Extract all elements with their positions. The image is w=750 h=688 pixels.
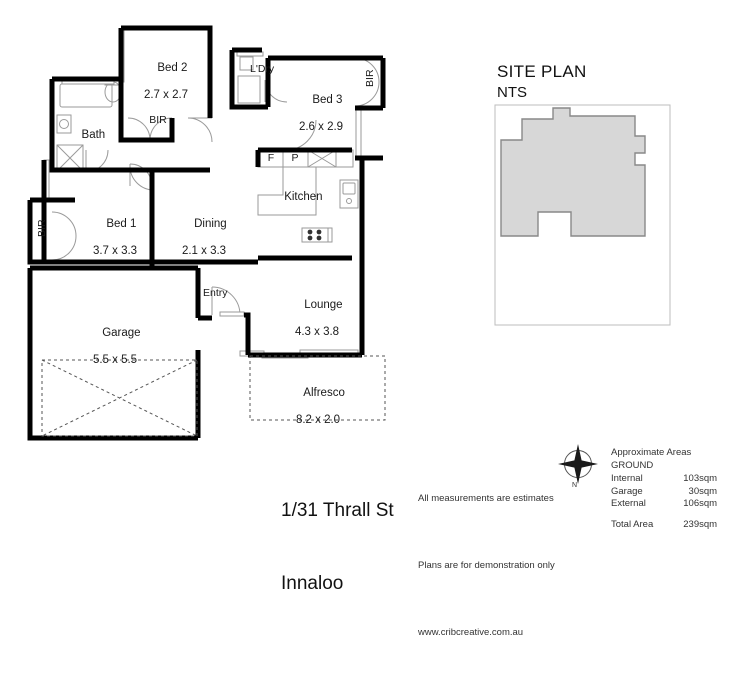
bir-bed2-door-right-icon	[149, 117, 173, 141]
area-label-external: External	[611, 498, 646, 510]
shower-cross-icon	[56, 144, 84, 172]
areas-block: Approximate Areas GROUND Internal 103sqm…	[611, 425, 717, 555]
areas-level-row: GROUND	[611, 460, 717, 473]
site-building-footprint	[500, 107, 646, 237]
room-dimensions-garage: 5.5 x 5.5	[92, 353, 138, 366]
burner-1-icon	[307, 229, 313, 235]
wall-bir-bed1	[27, 200, 75, 265]
room-name-garage: Garage	[102, 326, 141, 339]
burner-3-icon	[307, 235, 313, 241]
disclaimer-line-2: Plans are for demonstration only	[418, 559, 555, 571]
room-name-bed3: Bed 3	[312, 93, 343, 106]
room-name-alfresco: Alfresco	[303, 386, 345, 399]
table-row: External 106sqm	[611, 498, 717, 511]
room-dimensions-lounge: 4.3 x 3.8	[294, 325, 340, 338]
burner-2-icon	[316, 229, 322, 235]
area-value-external: 106sqm	[683, 498, 718, 510]
area-label-internal: Internal	[611, 472, 643, 484]
address-block: 1/31 Thrall St Innaloo	[281, 450, 394, 645]
address-line-1: 1/31 Thrall St	[281, 499, 394, 521]
room-label-bed1: Bed 1 3.7 x 3.3	[76, 204, 154, 285]
room-label-kitchen: Kitchen	[266, 177, 328, 218]
room-name-dining: Dining	[194, 217, 227, 230]
fixture-label-bir-bed1: BIR	[35, 219, 48, 237]
entry-door-swing-icon	[211, 286, 241, 316]
disclaimer-website[interactable]: www.cribcreative.com.au	[418, 626, 524, 638]
room-dimensions-bed2: 2.7 x 2.7	[143, 88, 189, 101]
room-label-ldry: L'Dry	[250, 63, 275, 75]
areas-heading-row: Approximate Areas	[611, 447, 717, 460]
room-dimensions-alfresco: 8.2 x 2.0	[295, 413, 341, 426]
areas-total-row: Total Area 239sqm	[611, 519, 717, 532]
kitchen-appliance-cross-icon	[307, 149, 337, 168]
room-name-bed2: Bed 2	[157, 61, 188, 74]
room-dimensions-bed3: 2.6 x 2.9	[298, 120, 344, 133]
site-plan-subtitle: NTS	[497, 84, 527, 101]
garage-door-outline	[41, 359, 198, 437]
areas-spacer	[611, 511, 717, 520]
wall-entry-right	[244, 312, 251, 355]
room-label-bath: Bath	[58, 115, 116, 156]
bathtub-icon	[59, 83, 113, 108]
room-label-entry: Entry	[203, 287, 228, 299]
bir-bed1-door-icon	[51, 211, 77, 261]
dashed-layer	[41, 355, 386, 437]
vanity-icon	[56, 114, 72, 134]
address-line-2: Innaloo	[281, 572, 344, 594]
fixture-label-fridge: F	[267, 152, 275, 164]
walls-layer	[27, 25, 386, 441]
room-label-lounge: Lounge 4.3 x 3.8	[278, 285, 356, 366]
fixture-label-pantry: P	[291, 152, 299, 164]
wall-bir-bed2	[118, 118, 175, 143]
fixture-label-bir-bed2: BIR	[149, 114, 167, 126]
alfresco-outline	[249, 355, 386, 421]
entry-door-threshold	[219, 311, 245, 317]
room-label-bed2: Bed 2 2.7 x 2.7	[130, 48, 202, 129]
laundry-trough-icon	[239, 56, 254, 71]
room-label-alfresco: Alfresco 8.2 x 2.0	[278, 373, 358, 454]
area-value-internal: 103sqm	[683, 472, 718, 484]
burner-4-icon	[316, 235, 322, 241]
wall-garage	[27, 268, 198, 441]
room-label-bed3: Bed 3 2.6 x 2.9	[285, 80, 357, 161]
plan-drawing	[27, 25, 671, 484]
kitchen-bench-right-icon	[257, 167, 317, 216]
room-dimensions-bed1: 3.7 x 3.3	[92, 244, 138, 257]
basin-icon	[59, 119, 69, 129]
disclaimer-line-1: All measurements are estimates	[418, 492, 554, 504]
area-value-garage: 30sqm	[688, 485, 718, 497]
laundry-bench-icon	[236, 51, 264, 57]
room-label-garage: Garage 5.5 x 5.5	[76, 313, 154, 394]
disclaimer-block: All measurements are estimates Plans are…	[418, 443, 555, 688]
room-dimensions-dining: 2.1 x 3.3	[181, 244, 227, 257]
room-name-lounge: Lounge	[304, 298, 343, 311]
site-plan-title: SITE PLAN	[497, 62, 587, 81]
wall-bed2	[121, 25, 213, 118]
laundry-appliance-icon	[237, 75, 261, 104]
fixture-label-bir-bed3: BIR	[363, 69, 376, 87]
area-label-garage: Garage	[611, 485, 643, 497]
areas-heading: Approximate Areas	[611, 447, 692, 459]
table-row: Internal 103sqm	[611, 473, 717, 486]
room-label-dining: Dining 2.1 x 3.3	[166, 204, 242, 285]
room-name-kitchen: Kitchen	[284, 190, 323, 203]
areas-table: Approximate Areas GROUND Internal 103sqm…	[611, 447, 717, 532]
area-value-total: 239sqm	[683, 519, 718, 531]
sink-tap-icon	[346, 198, 352, 204]
areas-level: GROUND	[611, 460, 654, 472]
compass-rose-icon	[558, 444, 598, 484]
room-name-bed1: Bed 1	[106, 217, 137, 230]
garage-door-cross-icon	[41, 359, 198, 437]
sink-bowl-icon	[342, 182, 356, 195]
site-plan-group	[494, 104, 671, 326]
compass-north-label: N	[572, 482, 578, 489]
site-boundary	[494, 104, 671, 326]
table-row: Garage 30sqm	[611, 486, 717, 499]
room-name-bath: Bath	[81, 128, 106, 141]
area-label-total: Total Area	[611, 519, 654, 531]
hall-door-swing-icon	[129, 163, 153, 187]
floor-plan-page: Bed 2 2.7 x 2.7 BIR Bath L'Dry Bed 3 2.6…	[27, 25, 717, 638]
wall-ldry	[229, 50, 268, 110]
